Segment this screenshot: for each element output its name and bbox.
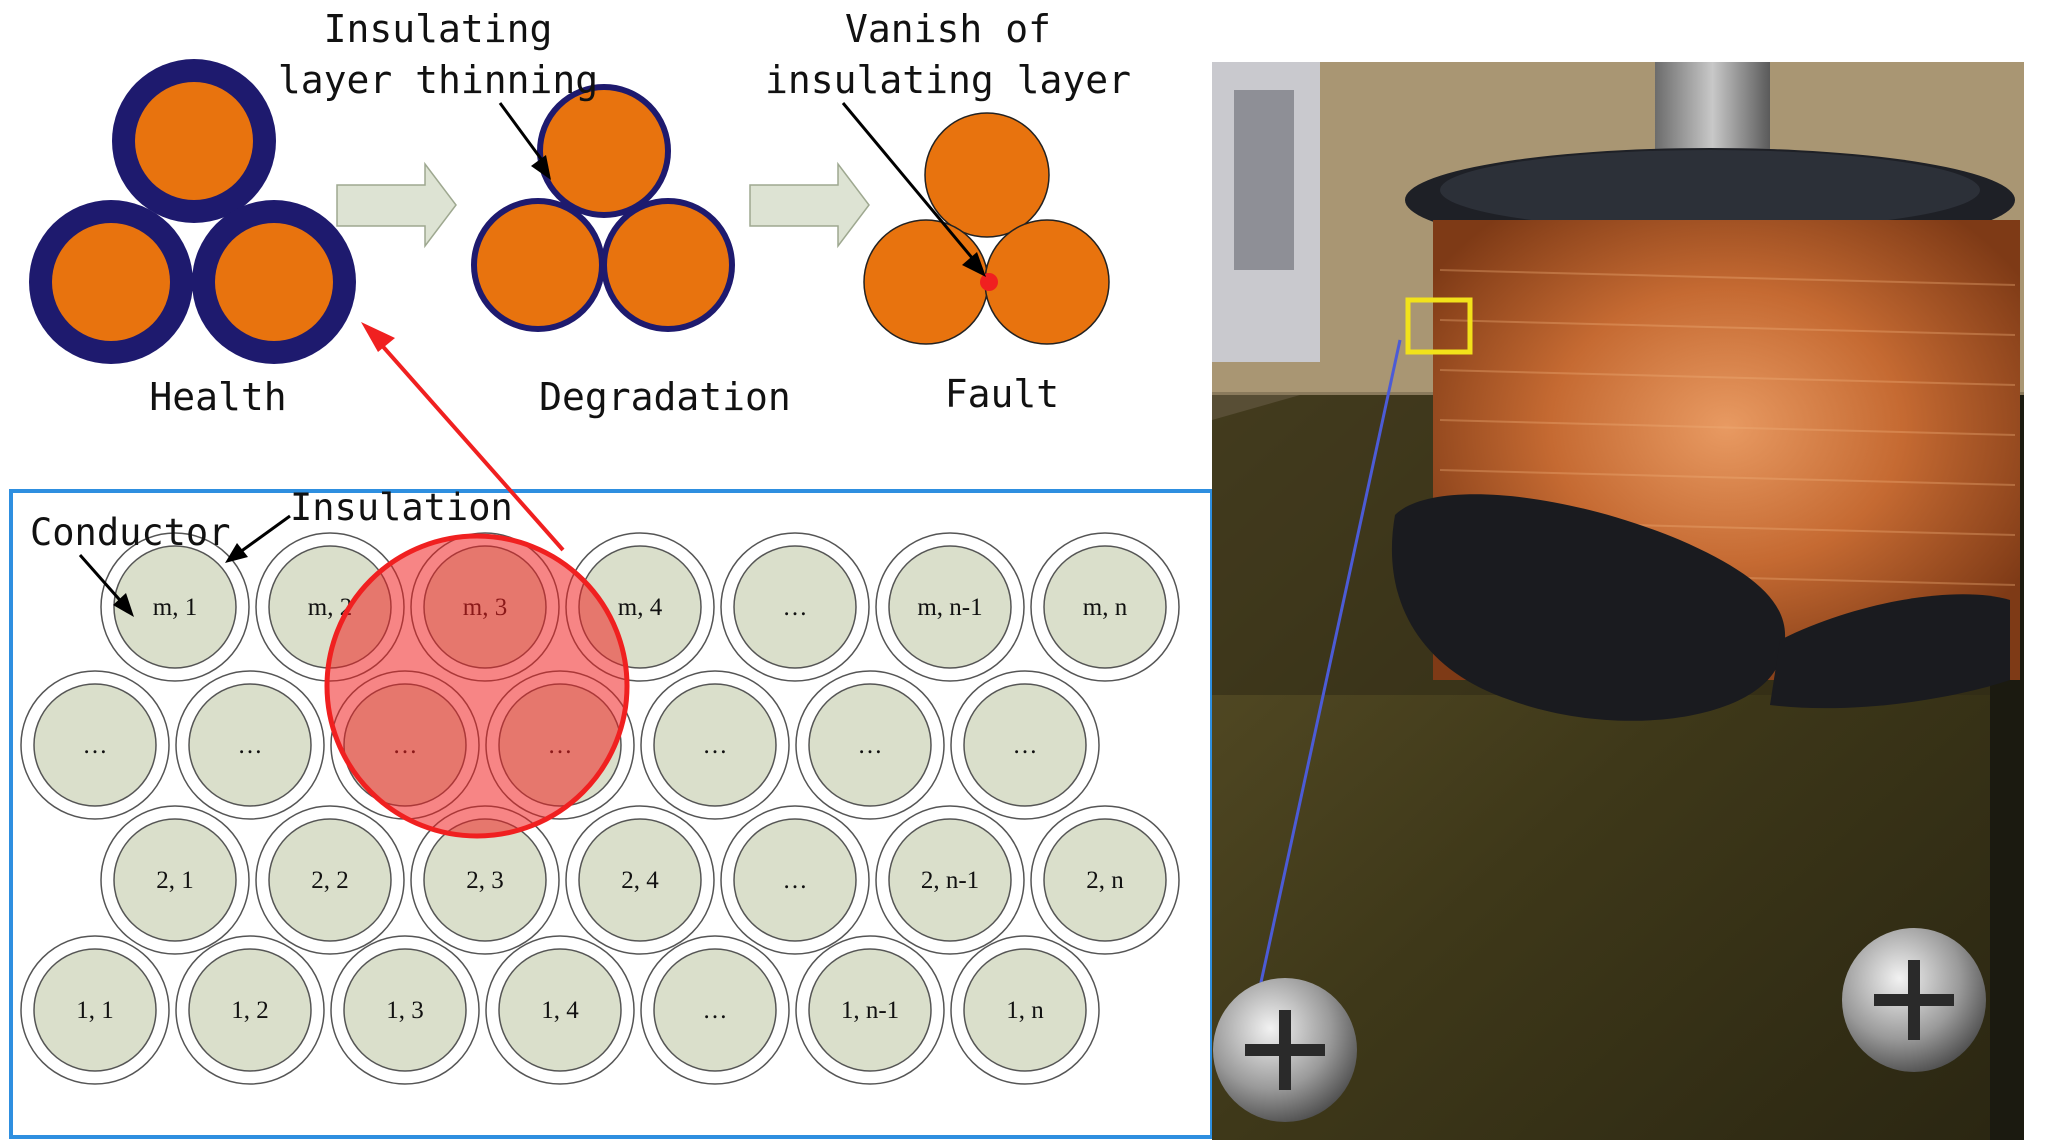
grid-wire-conductor <box>963 683 1087 807</box>
grid-cell-label: … <box>703 997 728 1024</box>
grid-cell-label: 2, 4 <box>621 867 659 894</box>
grid-wire-conductor <box>33 683 157 807</box>
grid-cell-label: … <box>1013 732 1038 759</box>
conductor-pointer-line <box>78 554 128 608</box>
grid-cell-label: m, n-1 <box>917 594 982 621</box>
degradation-wire-right <box>601 198 735 332</box>
grid-wire-conductor <box>188 683 312 807</box>
transition-arrow-1 <box>336 161 457 249</box>
fault-wire-left <box>863 219 989 345</box>
grid-wire-conductor <box>808 683 932 807</box>
grid-wire-conductor <box>653 683 777 807</box>
annotation-insulation: Insulation <box>290 486 513 529</box>
fault-wire-top <box>924 112 1050 238</box>
winding-texture <box>1439 269 2016 586</box>
grid-wire-conductor <box>653 948 777 1072</box>
grid-cell-label: 1, 4 <box>541 997 579 1024</box>
grid-wire-conductor <box>733 545 857 669</box>
screw-left-slot <box>1245 1010 1325 1090</box>
coil-bottom-rim <box>1770 594 2010 709</box>
grid-wire-conductor <box>808 948 932 1072</box>
grid-wire-conductor <box>33 948 157 1072</box>
grid-cell-label: … <box>858 732 883 759</box>
stage-fault-diagram <box>863 112 1110 345</box>
grid-wire-conductor <box>733 818 857 942</box>
grid-cell-label: 2, 1 <box>156 867 194 894</box>
annotation-thinning-line2: layer thinning <box>278 58 598 102</box>
grid-wire-conductor <box>1043 818 1167 942</box>
grid-cell-label: … <box>783 867 808 894</box>
fault-point-marker <box>980 273 998 291</box>
degradation-wire-top <box>537 84 671 218</box>
grid-cell-label: m, n <box>1083 594 1128 621</box>
grid-cell-label: 1, 1 <box>76 997 114 1024</box>
thinning-pointer-head <box>531 155 551 180</box>
insulation-pointer-line <box>235 514 291 557</box>
grid-cell-label: … <box>238 732 263 759</box>
grid-wire-conductor <box>113 818 237 942</box>
link-arrow-head <box>361 322 395 352</box>
insulation-pointer-head <box>225 543 248 563</box>
screw-right-slot <box>1874 960 1954 1040</box>
stage-health-diagram <box>29 59 356 364</box>
grid-cell-label: … <box>703 732 728 759</box>
degradation-wire-left <box>471 198 605 332</box>
health-conductor-right <box>215 223 333 341</box>
lead-wire <box>1253 339 1402 1011</box>
grid-cell-label: … <box>783 594 808 621</box>
grid-cell-label: 1, 3 <box>386 997 424 1024</box>
grid-wire-conductor <box>113 545 237 669</box>
grid-cell-label: 1, n <box>1006 997 1044 1024</box>
grid-wire-conductor <box>268 818 392 942</box>
health-conductor-top <box>135 82 253 200</box>
grid-cell-label: 2, n <box>1086 867 1124 894</box>
transition-arrow-2 <box>749 161 870 249</box>
grid-cell-label: m, 4 <box>618 594 663 621</box>
grid-wire-conductor <box>578 818 702 942</box>
annotation-vanish-line1: Vanish of <box>845 7 1051 51</box>
highlight-region <box>324 533 630 839</box>
grid-wire-conductor <box>188 948 312 1072</box>
vanish-pointer-head <box>962 252 986 277</box>
grid-wire-conductor <box>498 948 622 1072</box>
highlight-marker-box <box>1405 297 1473 355</box>
grid-wire-conductor <box>888 545 1012 669</box>
label-health: Health <box>149 375 286 419</box>
coil-top-flange-face <box>1440 150 1980 230</box>
grid-wire-conductor <box>963 948 1087 1072</box>
stage-degradation-diagram <box>471 84 735 332</box>
thinning-pointer-line <box>498 102 549 168</box>
health-conductor-left <box>52 223 170 341</box>
grid-cell-label: m, 1 <box>153 594 197 621</box>
grid-cell-label: 2, 3 <box>466 867 504 894</box>
grid-wire-conductor <box>343 948 467 1072</box>
coil-photo <box>1212 62 2024 1140</box>
grid-wire-conductor <box>1043 545 1167 669</box>
grid-cell-label: 1, n-1 <box>841 997 899 1024</box>
conductor-pointer-head <box>113 593 134 617</box>
grid-cell-label: … <box>83 732 108 759</box>
grid-cell-label: 2, 2 <box>311 867 349 894</box>
annotation-conductor: Conductor <box>30 511 230 554</box>
label-degradation: Degradation <box>539 375 791 419</box>
grid-wire-conductor <box>888 818 1012 942</box>
link-arrow-line <box>376 339 565 552</box>
vanish-pointer-line <box>841 102 980 266</box>
annotation-vanish-line2: insulating layer <box>765 58 1131 102</box>
label-fault: Fault <box>945 372 1059 416</box>
annotation-thinning-line1: Insulating <box>324 7 553 51</box>
coil-bottom-flange <box>1391 494 1786 721</box>
photo-left-object-shade <box>1234 90 1294 270</box>
grid-cell-label: 1, 2 <box>231 997 269 1024</box>
fault-wire-right <box>984 219 1110 345</box>
grid-cell-label: 2, n-1 <box>921 867 979 894</box>
